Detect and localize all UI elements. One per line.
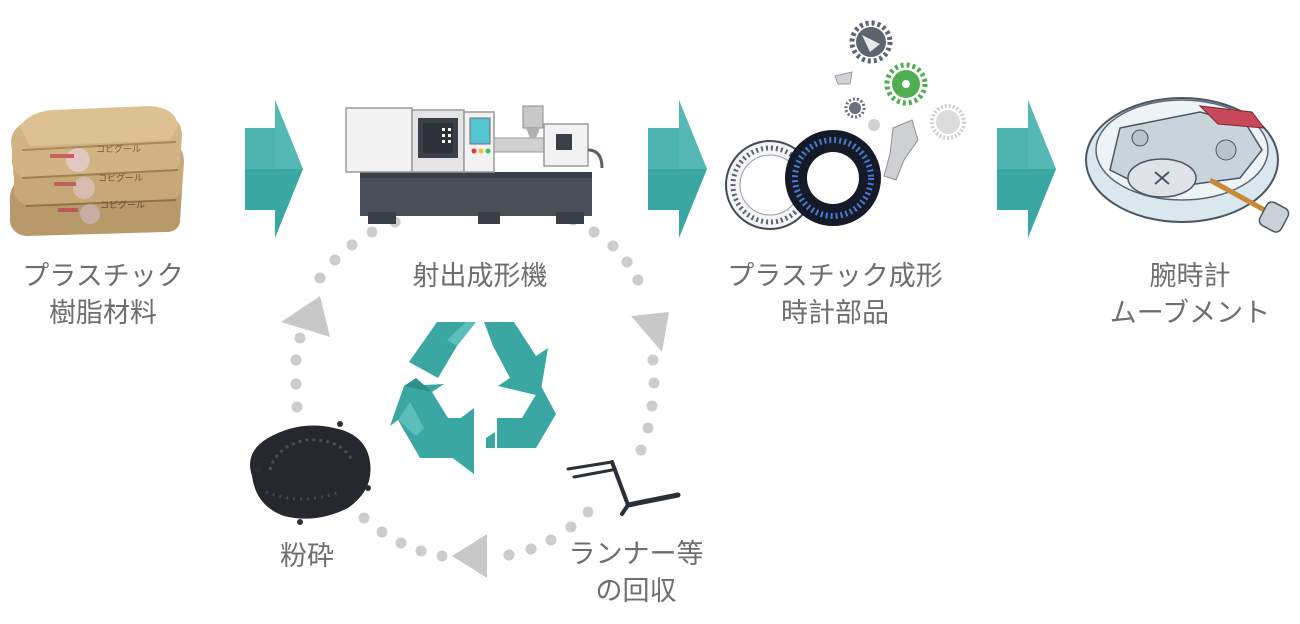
bag-print-text: コピグール	[100, 199, 145, 211]
label-runner-collection: ランナー等 の回収	[556, 536, 716, 610]
recycle-icon	[390, 322, 556, 474]
label-line: プラスチック成形	[727, 261, 943, 292]
label-line: の回収	[595, 576, 677, 607]
flow-arrow-icon	[648, 100, 707, 238]
label-molded-watch-parts: プラスチック成形 時計部品	[715, 258, 955, 332]
label-line: ムーブメント	[1109, 298, 1271, 329]
watch-parts-image	[725, 20, 966, 230]
recycle-loop-dots	[290, 214, 660, 562]
label-line: 樹脂材料	[49, 298, 157, 329]
cycle-arrow-icon	[631, 312, 669, 352]
flow-arrow-icon	[245, 100, 303, 238]
injection-molding-machine-image	[345, 105, 604, 224]
cycle-arrow-icon	[452, 534, 487, 578]
runner-image	[566, 460, 681, 516]
label-line: 射出成形機	[412, 261, 548, 292]
label-watch-movement: 腕時計 ムーブメント	[1095, 258, 1285, 332]
watch-movement-image	[1085, 97, 1290, 233]
label-crushing: 粉砕	[262, 538, 352, 575]
label-line: プラスチック	[22, 261, 184, 292]
label-line: 時計部品	[781, 298, 889, 329]
label-injection-machine: 射出成形機	[380, 258, 580, 295]
label-line: 腕時計	[1149, 261, 1231, 292]
label-line: 粉砕	[280, 541, 334, 572]
label-line: ランナー等	[568, 539, 704, 570]
crushed-pellets-image	[250, 421, 371, 525]
bag-print-text: コピグール	[96, 143, 141, 155]
bag-print-text: コピグール	[98, 172, 143, 184]
flow-arrow-icon	[997, 100, 1056, 238]
cycle-arrow-icon	[281, 296, 330, 337]
resin-bags-image	[9, 106, 184, 236]
label-plastic-resin: プラスチック 樹脂材料	[8, 258, 198, 332]
